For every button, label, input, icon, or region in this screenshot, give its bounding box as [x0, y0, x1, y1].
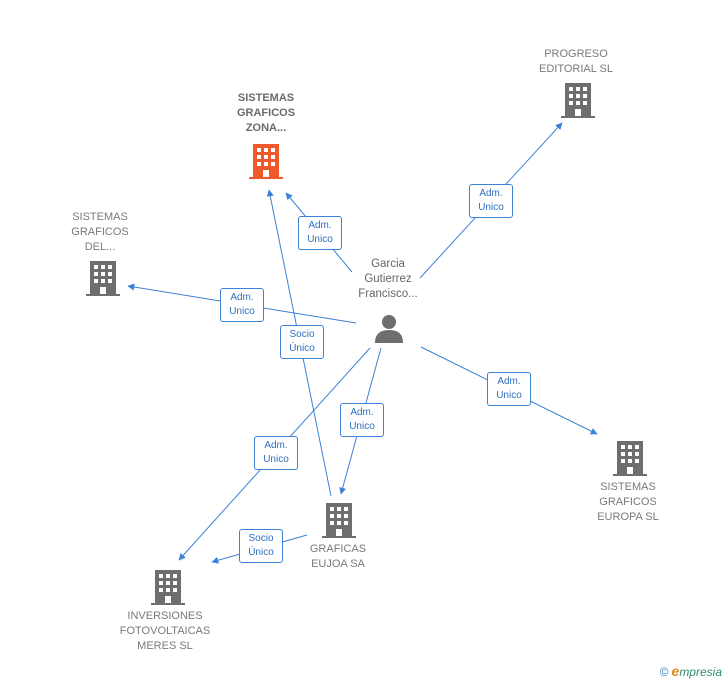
node-label-graficas-eujoa[interactable]: GRAFICAS EUJOA SA [309, 543, 367, 570]
building-icon[interactable] [561, 82, 595, 123]
person-icon[interactable] [374, 312, 404, 349]
node-label-person[interactable]: Garcia Gutierrez Francisco... [358, 258, 418, 300]
node-label-inversiones[interactable]: INVERSIONES FOTOVOLTAICAS MERES SL [119, 610, 211, 652]
brand-name: mpresia [679, 665, 722, 679]
edge-label-person-eujoa: Adm. Unico [340, 403, 384, 437]
building-icon[interactable] [151, 569, 185, 610]
building-icon[interactable] [86, 260, 120, 301]
edge-label-person-progreso: Adm. Unico [469, 184, 513, 218]
empresia-brand-logo: ©empresia [660, 663, 722, 679]
edge-label-person-inversiones: Adm. Unico [254, 436, 298, 470]
edge-label-eujoa-inversiones: Socio Único [239, 529, 283, 563]
building-icon[interactable] [249, 143, 283, 184]
edge-label-person-europa: Adm. Unico [487, 372, 531, 406]
building-icon[interactable] [322, 502, 356, 543]
building-icon[interactable] [613, 440, 647, 481]
edge-label-person-zona: Adm. Unico [298, 216, 342, 250]
brand-initial: e [671, 663, 680, 679]
copyright-icon: © [659, 665, 669, 679]
edge-label-person-del: Adm. Unico [220, 288, 264, 322]
edge-label-eujoa-zona: Socio Único [280, 325, 324, 359]
node-label-sistemas-zona[interactable]: SISTEMAS GRAFICOS ZONA... [236, 92, 296, 134]
node-label-sistemas-europa[interactable]: SISTEMAS GRAFICOS EUROPA SL [597, 481, 659, 523]
node-label-sistemas-del[interactable]: SISTEMAS GRAFICOS DEL... [71, 211, 129, 253]
node-label-progreso[interactable]: PROGRESO EDITORIAL SL [539, 48, 613, 75]
